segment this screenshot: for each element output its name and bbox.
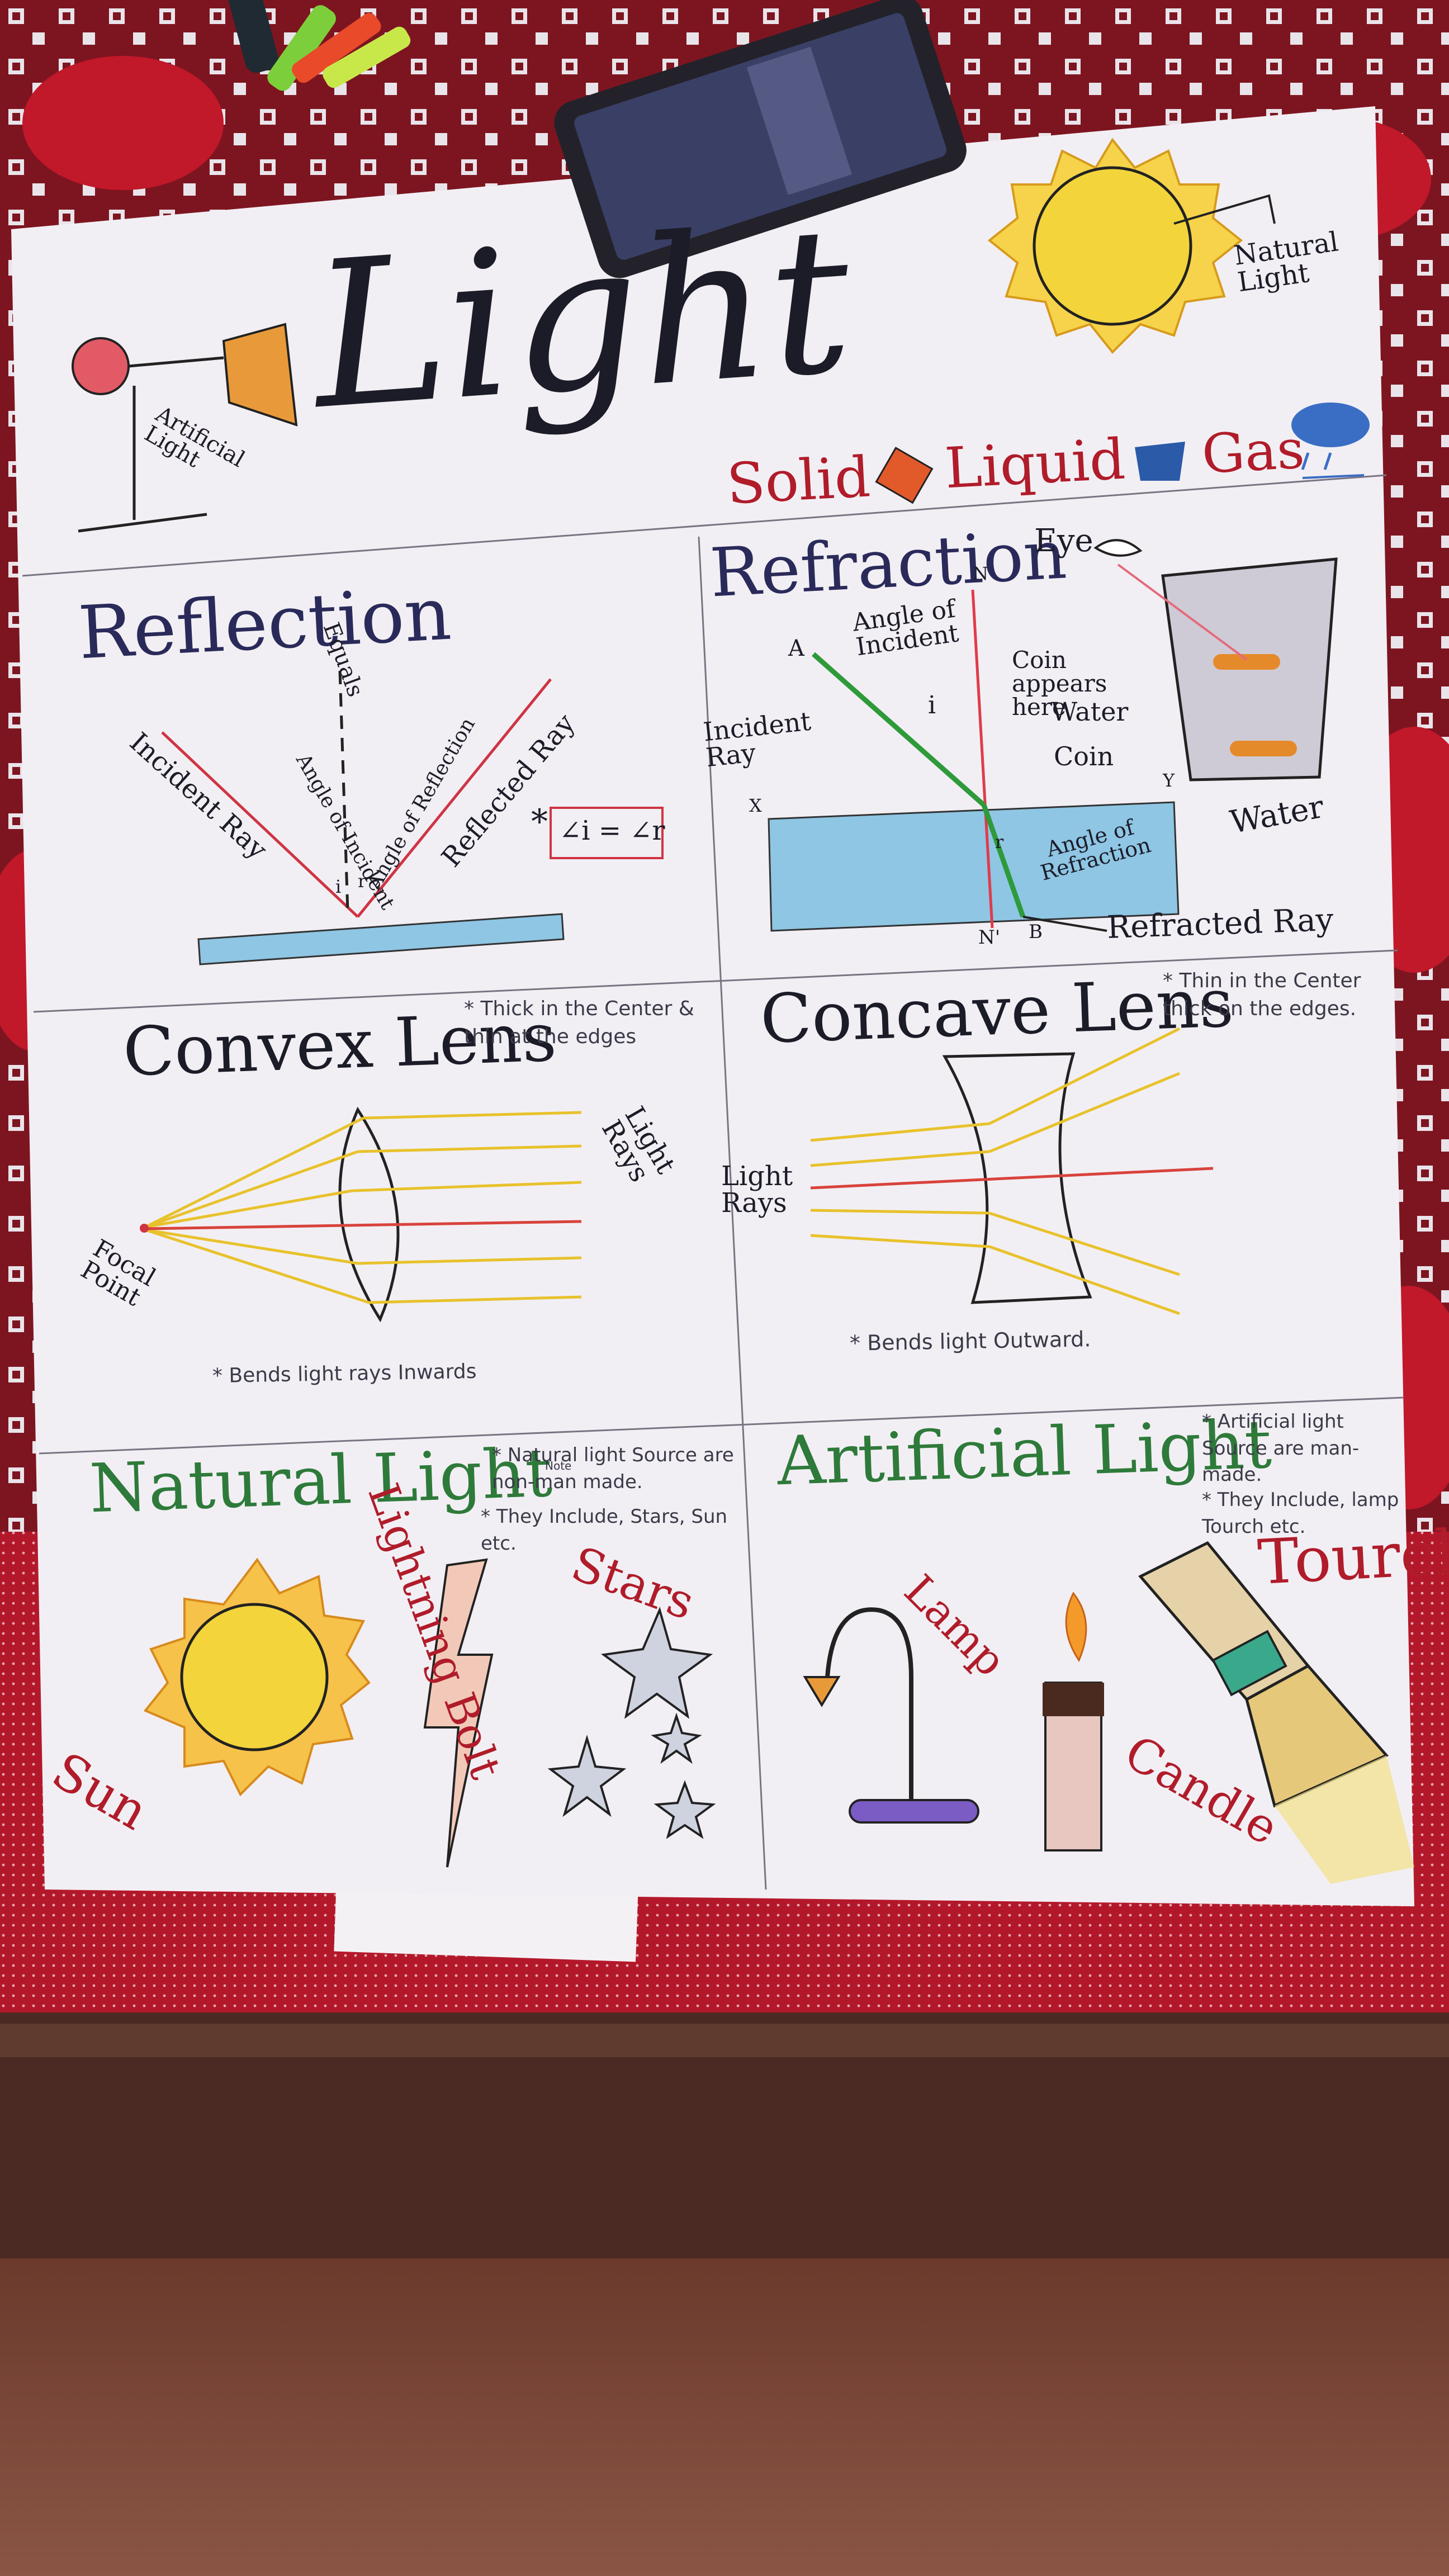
- natural-sun-top: [987, 138, 1276, 354]
- state-solid: Solid: [725, 444, 872, 517]
- candle-drawing: [1043, 1592, 1104, 1852]
- concave-footnote: * Bends light Outward.: [849, 1327, 1091, 1356]
- refraction-heading: Refraction: [708, 516, 1069, 613]
- refraction-refracted-ray: Refracted Ray: [1106, 901, 1334, 946]
- sun-drawing: [143, 1557, 371, 1797]
- poster-title: Light: [305, 182, 858, 454]
- natural-note-2: * They Include, Stars, Sun etc.: [481, 1505, 728, 1555]
- artificial-note-1: * Artificial light Source are man-made.: [1202, 1410, 1360, 1486]
- solid-cube-icon: [875, 447, 934, 504]
- reflection-heading: Reflection: [76, 571, 453, 676]
- reflection-i-mark: i: [335, 876, 342, 897]
- convex-note: * Thick in the Center & thin at the edge…: [464, 997, 694, 1049]
- artificial-heading: Artificial Light: [775, 1405, 1273, 1501]
- smartphone: [554, 0, 967, 278]
- liquid-drop-icon: [1135, 442, 1185, 481]
- concave-light-rays: Light Rays: [721, 1161, 793, 1219]
- floor: [0, 2258, 1449, 2576]
- natural-note-1: * Natural light Source are non-man made.: [492, 1444, 734, 1493]
- lightning-bolt-drawing: [423, 1558, 494, 1868]
- natural-note-small: Note: [545, 1459, 572, 1472]
- concave-lens-diagram: [810, 1027, 1214, 1315]
- refraction-r-mark: r: [995, 831, 1004, 853]
- reflection-star: *: [531, 802, 548, 841]
- torch-drawing: [1138, 1541, 1414, 1884]
- convex-lens-diagram: [140, 1106, 582, 1323]
- refraction-point-y: Y: [1163, 770, 1175, 791]
- artificial-tourch-label: Tourch: [1256, 1515, 1449, 1599]
- artificial-lamp-drawing: [72, 323, 298, 533]
- concave-note: * Thin in the Center thick on the edges.: [1163, 969, 1361, 1021]
- bench-edge: [0, 2024, 1449, 2057]
- artificial-note-2: * They Include, lamp Tourch etc.: [1202, 1489, 1399, 1538]
- refraction-point-b: B: [1029, 921, 1043, 943]
- state-liquid: Liquid: [943, 426, 1127, 501]
- refraction-water-label: Water: [1051, 697, 1129, 727]
- marker-pens: [228, 0, 411, 91]
- refraction-point-n2: N': [978, 926, 1001, 949]
- reflection-r-mark: r: [358, 870, 367, 892]
- poster-sheet: [11, 106, 1414, 1906]
- stars-drawing: [547, 1607, 716, 1839]
- convex-footnote: * Bends light rays Inwards: [212, 1360, 477, 1388]
- refraction-i-mark: i: [928, 691, 936, 719]
- gas-cloud-icon: [1291, 402, 1370, 479]
- refraction-eye-label: Eye: [1034, 523, 1093, 559]
- refraction-point-n: N: [973, 563, 988, 584]
- refraction-coin-label: Coin: [1054, 741, 1114, 771]
- refraction-coin-appears: Coin appears here: [1012, 646, 1107, 721]
- refraction-point-x: X: [749, 795, 762, 816]
- reflection-diagram: [161, 670, 664, 965]
- reflection-law: ∠i = ∠r: [559, 815, 665, 846]
- state-gas: Gas: [1200, 418, 1306, 486]
- wooden-bench: [0, 2012, 1449, 2303]
- lamp-drawing: [803, 1607, 979, 1824]
- poster-grid-lines: [22, 474, 1404, 1890]
- refraction-point-a: A: [788, 636, 804, 661]
- refraction-diagram: [768, 539, 1338, 932]
